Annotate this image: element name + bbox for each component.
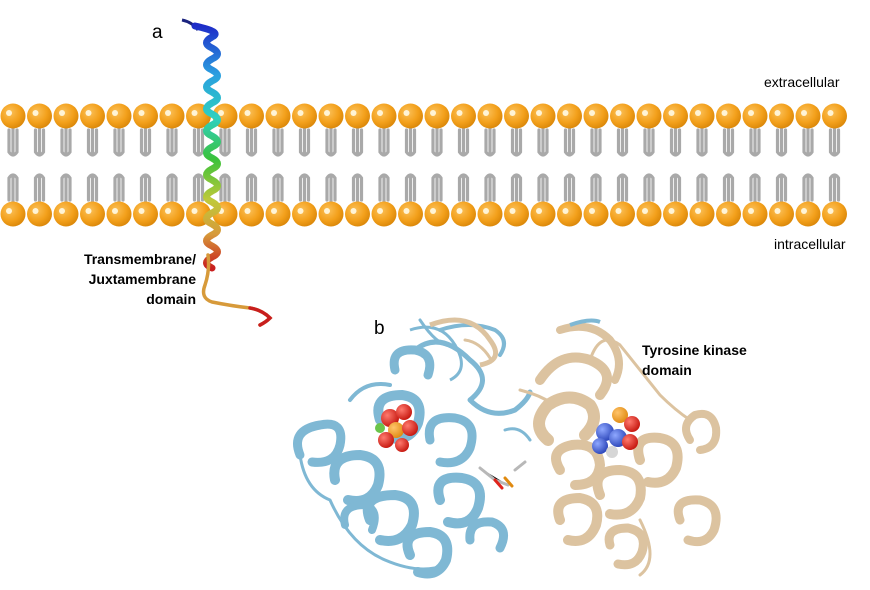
- lipid-molecule: [265, 103, 291, 227]
- panel-b-label: b: [374, 318, 385, 339]
- loop-blue-top-right: [569, 318, 601, 327]
- lipid-molecule: [371, 103, 397, 227]
- tyrosine-kinase-domain-label: Tyrosine kinase domain: [642, 340, 747, 380]
- lipid-molecule: [822, 103, 847, 227]
- lipid-molecule: [795, 103, 821, 227]
- ligand-spheres-left: [375, 404, 418, 452]
- loop-blue-top: [409, 325, 463, 382]
- kinase-ribbon-tan-icon: [463, 322, 721, 577]
- ligand-spheres-right: [592, 407, 640, 458]
- intracellular-label: intracellular: [774, 236, 846, 252]
- lipid-molecule: [451, 103, 476, 227]
- lipid-molecule: [424, 103, 450, 227]
- tk-label-line-2: domain: [642, 362, 692, 378]
- lipid-molecule: [106, 103, 132, 227]
- loop-tan-top: [429, 317, 499, 368]
- kinase-ribbon-blue-icon: [293, 318, 533, 579]
- tk-label-line-1: Tyrosine kinase: [642, 342, 747, 358]
- lipid-molecule: [663, 103, 688, 227]
- lipid-molecule: [557, 103, 582, 227]
- lipid-molecule: [769, 103, 794, 227]
- lipid-molecule: [53, 103, 79, 227]
- tm-label-line-2: Juxtamembrane: [88, 271, 196, 287]
- lipid-molecule: [504, 103, 529, 227]
- lipid-molecule: [636, 103, 662, 227]
- lipid-molecule: [239, 103, 264, 227]
- lipid-molecule: [345, 103, 370, 227]
- tm-label-line-3: domain: [146, 291, 196, 307]
- extracellular-label: extracellular: [764, 74, 840, 90]
- lipid-molecule: [742, 103, 768, 227]
- lipid-molecule: [292, 103, 317, 227]
- lipid-bilayer-icon: [0, 103, 847, 227]
- transmembrane-domain-label: Transmembrane/ Juxtamembrane domain: [58, 249, 196, 309]
- lipid-molecule: [398, 103, 423, 227]
- lipid-molecule: [159, 103, 185, 227]
- alpha-helix-ribbon-icon: [181, 18, 273, 327]
- panel-a-label: a: [152, 22, 163, 43]
- lipid-molecule: [530, 103, 556, 227]
- lipid-molecule: [186, 103, 211, 227]
- lipid-molecule: [80, 103, 105, 227]
- lipid-molecule: [0, 103, 26, 227]
- lipid-molecule: [716, 103, 741, 227]
- lipid-molecule: [27, 103, 52, 227]
- lipid-molecule: [133, 103, 158, 227]
- lipid-molecule: [583, 103, 609, 227]
- phospho-stick: [478, 460, 527, 490]
- lipid-molecule: [689, 103, 715, 227]
- lipid-molecule: [610, 103, 635, 227]
- lipid-molecule: [477, 103, 503, 227]
- lipid-molecule: [318, 103, 344, 227]
- tm-label-line-1: Transmembrane/: [83, 251, 196, 267]
